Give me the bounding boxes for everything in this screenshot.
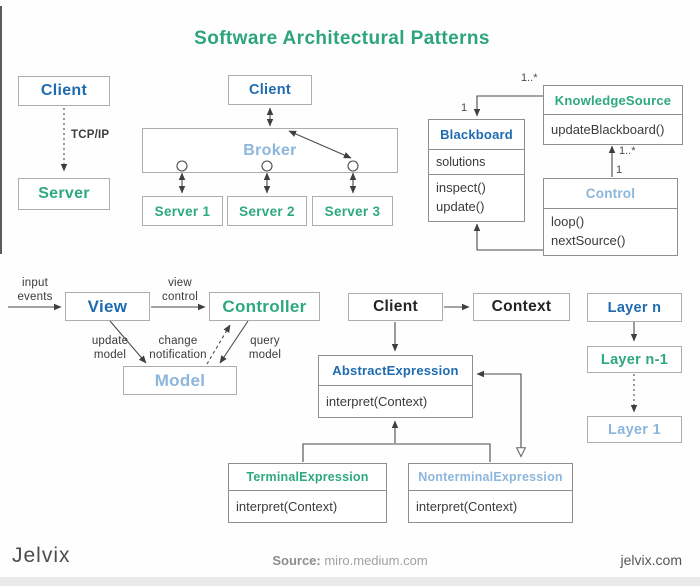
nonterminal-expression-method: interpret(Context) — [409, 490, 572, 522]
blackboard-method-inspect: inspect() — [436, 180, 486, 195]
abstract-expression-method: interpret(Context) — [319, 385, 472, 417]
mvc-view-box: View — [65, 292, 150, 321]
control-class: Control loop() nextSource() — [543, 178, 678, 256]
source-credit: Source: miro.medium.com — [0, 553, 700, 568]
terminal-expression-class: TerminalExpression interpret(Context) — [228, 463, 387, 523]
multiplicity-blackboard-top: 1 — [461, 102, 468, 114]
page-title: Software Architectural Patterns — [194, 28, 490, 49]
knowledgesource-blackboard-link — [473, 95, 543, 117]
mvc-view-control-label: view control — [162, 277, 198, 304]
broker-box: Broker — [142, 128, 398, 173]
knowledge-source-class: KnowledgeSource updateBlackboard() — [543, 85, 683, 145]
blackboard-attribute: solutions — [429, 149, 524, 174]
interpreter-client-box: Client — [348, 293, 443, 321]
mvc-update-model-label: update model — [91, 335, 129, 362]
source-value: miro.medium.com — [320, 553, 428, 568]
blackboard-method-update: update() — [436, 198, 485, 214]
jelvix-site-link: jelvix.com — [620, 552, 682, 568]
jelvix-logo: Jelvix — [12, 544, 71, 567]
broker-server3-box: Server 3 — [312, 196, 393, 226]
mvc-model-box: Model — [123, 366, 237, 395]
interpreter-context-box: Context — [473, 293, 570, 321]
client-server-client-box: Client — [18, 76, 110, 106]
control-method-loop: loop() — [551, 214, 585, 229]
mvc-input-events-label: input events — [17, 277, 53, 304]
broker-client-box: Client — [228, 75, 312, 105]
terminal-expression-title: TerminalExpression — [246, 470, 369, 484]
mvc-controller-box: Controller — [209, 292, 320, 321]
multiplicity-control-top: 1 — [616, 164, 623, 176]
scan-edge-artifact — [0, 6, 2, 254]
interpreter-nonterminal-aggregation — [476, 370, 527, 458]
control-title: Control — [585, 186, 636, 201]
bottom-bar — [0, 577, 700, 586]
client-server-server-box: Server — [18, 178, 110, 210]
blackboard-class-title: Blackboard — [440, 127, 513, 142]
terminal-expression-method: interpret(Context) — [229, 490, 386, 522]
interpreter-generalization-bar — [302, 443, 491, 462]
tcp-ip-label: TCP/IP — [71, 129, 110, 141]
control-blackboard-link — [473, 223, 543, 251]
knowledge-source-title: KnowledgeSource — [554, 92, 672, 108]
blackboard-methods: inspect() update() — [429, 174, 524, 221]
blackboard-class: Blackboard solutions inspect() update() — [428, 119, 525, 222]
multiplicity-ks-top: 1..* — [521, 72, 538, 84]
layer-n1-box: Layer n-1 — [587, 346, 682, 373]
source-label: Source: — [272, 553, 321, 568]
broker-server2-box: Server 2 — [227, 196, 307, 226]
mvc-change-notification-label: change notification — [149, 335, 207, 362]
layer-1-box: Layer 1 — [587, 416, 682, 443]
multiplicity-ks-bottom: 1..* — [619, 145, 636, 157]
broker-server1-box: Server 1 — [142, 196, 223, 226]
control-method-nextsource: nextSource() — [551, 232, 626, 248]
abstract-expression-class: AbstractExpression interpret(Context) — [318, 355, 473, 418]
knowledge-source-method: updateBlackboard() — [544, 114, 682, 144]
control-methods: loop() nextSource() — [544, 208, 677, 255]
nonterminal-expression-class: NonterminalExpression interpret(Context) — [408, 463, 573, 523]
mvc-query-model-label: query model — [248, 335, 282, 362]
nonterminal-expression-title: NonterminalExpression — [418, 470, 563, 484]
abstract-expression-title: AbstractExpression — [332, 363, 459, 378]
layer-n-box: Layer n — [587, 293, 682, 322]
